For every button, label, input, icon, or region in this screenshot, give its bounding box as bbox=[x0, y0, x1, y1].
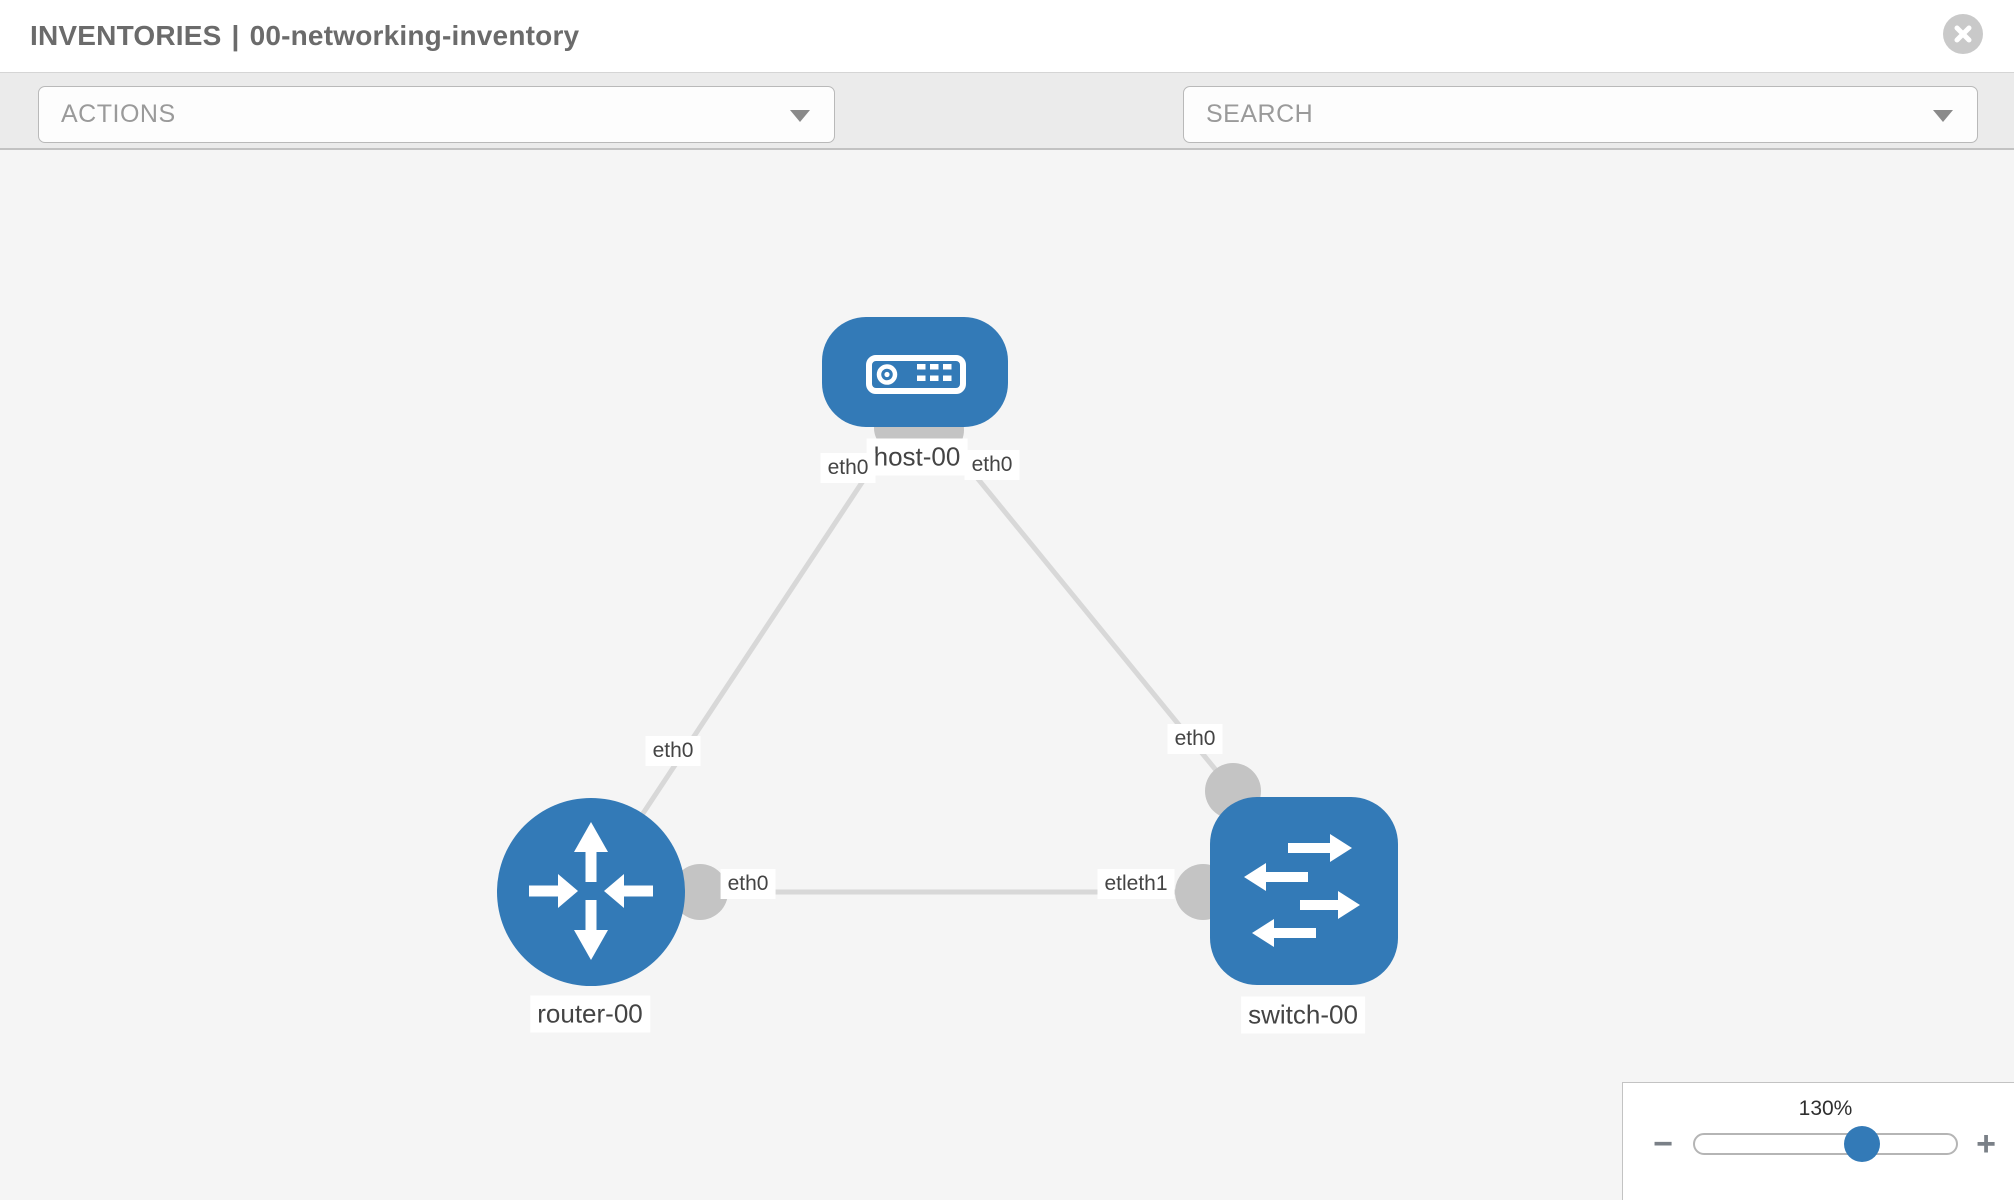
actions-dropdown[interactable]: ACTIONS bbox=[38, 86, 835, 143]
caret-down-icon bbox=[790, 109, 810, 122]
zoom-in-button[interactable]: + bbox=[1976, 1124, 1996, 1163]
zoom-slider-track[interactable] bbox=[1693, 1126, 1958, 1162]
endpoint-dot bbox=[672, 864, 728, 920]
router-icon bbox=[529, 822, 653, 960]
page-header: INVENTORIES | 00-networking-inventory bbox=[0, 0, 2014, 72]
actions-dropdown-label: ACTIONS bbox=[61, 100, 176, 128]
zoom-panel: 130% − + bbox=[1622, 1082, 2014, 1200]
close-button[interactable] bbox=[1943, 14, 1983, 54]
search-dropdown-label: SEARCH bbox=[1206, 100, 1314, 128]
caret-down-icon bbox=[1933, 109, 1953, 122]
switch-icon bbox=[1244, 834, 1360, 947]
iface-label-router-host: eth0 bbox=[645, 736, 701, 766]
node-label-host: host-00 bbox=[866, 438, 968, 476]
zoom-level: 130% bbox=[1798, 1097, 1853, 1120]
zoom-slider-thumb[interactable] bbox=[1844, 1126, 1881, 1162]
node-host[interactable] bbox=[822, 317, 1008, 427]
iface-label-host-right: eth0 bbox=[964, 450, 1020, 480]
zoom-out-button[interactable]: − bbox=[1653, 1124, 1673, 1163]
iface-label-router-switch-left: eth0 bbox=[720, 869, 776, 899]
iface-label-host-left: eth0 bbox=[820, 453, 876, 483]
toolbar: ACTIONS SEARCH bbox=[0, 72, 2014, 208]
node-label-router: router-00 bbox=[530, 995, 650, 1033]
iface-label-switch-host: eth0 bbox=[1167, 724, 1223, 754]
endpoints-layer bbox=[672, 404, 1261, 920]
title-inventory-name: 00-networking-inventory bbox=[249, 20, 580, 51]
node-switch[interactable] bbox=[1210, 797, 1398, 985]
iface-label-router-switch-right: etleth1 bbox=[1097, 869, 1175, 899]
topology-canvas[interactable]: host-00 router-00 switch-00 eth0 eth0 et… bbox=[0, 150, 2014, 1200]
title-separator: | bbox=[231, 20, 240, 51]
title-section: INVENTORIES bbox=[30, 20, 222, 51]
node-router[interactable] bbox=[497, 798, 685, 986]
links-layer bbox=[588, 426, 1235, 895]
search-dropdown[interactable]: SEARCH bbox=[1183, 86, 1978, 143]
host-icon bbox=[866, 355, 966, 394]
page-title: INVENTORIES | 00-networking-inventory bbox=[30, 0, 579, 72]
close-icon bbox=[1954, 25, 1972, 43]
node-label-switch: switch-00 bbox=[1241, 996, 1365, 1034]
